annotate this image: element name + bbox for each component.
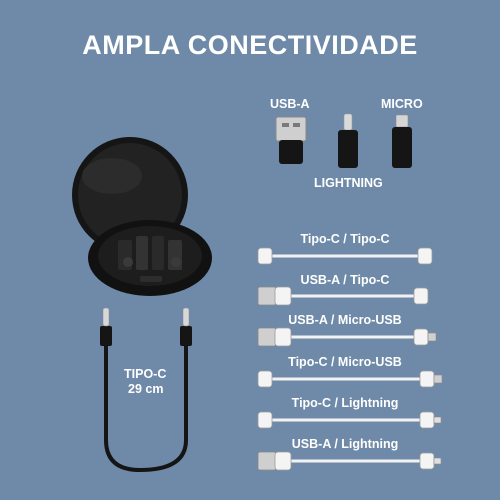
- cable-type-label: TIPO-C: [124, 367, 167, 381]
- micro-usb-adapter: [392, 114, 412, 168]
- cable-label: Tipo-C / Tipo-C: [300, 232, 390, 246]
- cable-label: USB-A / Tipo-C: [300, 273, 390, 287]
- lightning-label: LIGHTNING: [314, 176, 383, 190]
- micro-label: MICRO: [381, 97, 423, 111]
- case-base: [88, 220, 212, 296]
- page-title: AMPLA CONECTIVIDADE: [82, 30, 418, 60]
- usb-a-label: USB-A: [270, 97, 310, 111]
- cable-label: Tipo-C / Lightning: [291, 396, 399, 410]
- cable-usb-a-tipo-c: [257, 286, 429, 306]
- cable-tipo-c-lightning: [257, 411, 442, 429]
- type-c-cable: [100, 307, 192, 473]
- cable-label: USB-A / Lightning: [291, 437, 399, 451]
- cable-length-label: 29 cm: [128, 382, 164, 396]
- cable-tipo-c-tipo-c: [257, 247, 433, 265]
- cable-usb-a-lightning: [257, 451, 442, 471]
- cable-tipo-c-micro-usb: [257, 370, 443, 388]
- lightning-adapter: [338, 113, 358, 168]
- cable-usb-a-micro-usb: [257, 327, 437, 347]
- usb-a-adapter: [275, 116, 307, 164]
- cable-label: Tipo-C / Micro-USB: [288, 355, 402, 369]
- cable-label: USB-A / Micro-USB: [288, 313, 402, 327]
